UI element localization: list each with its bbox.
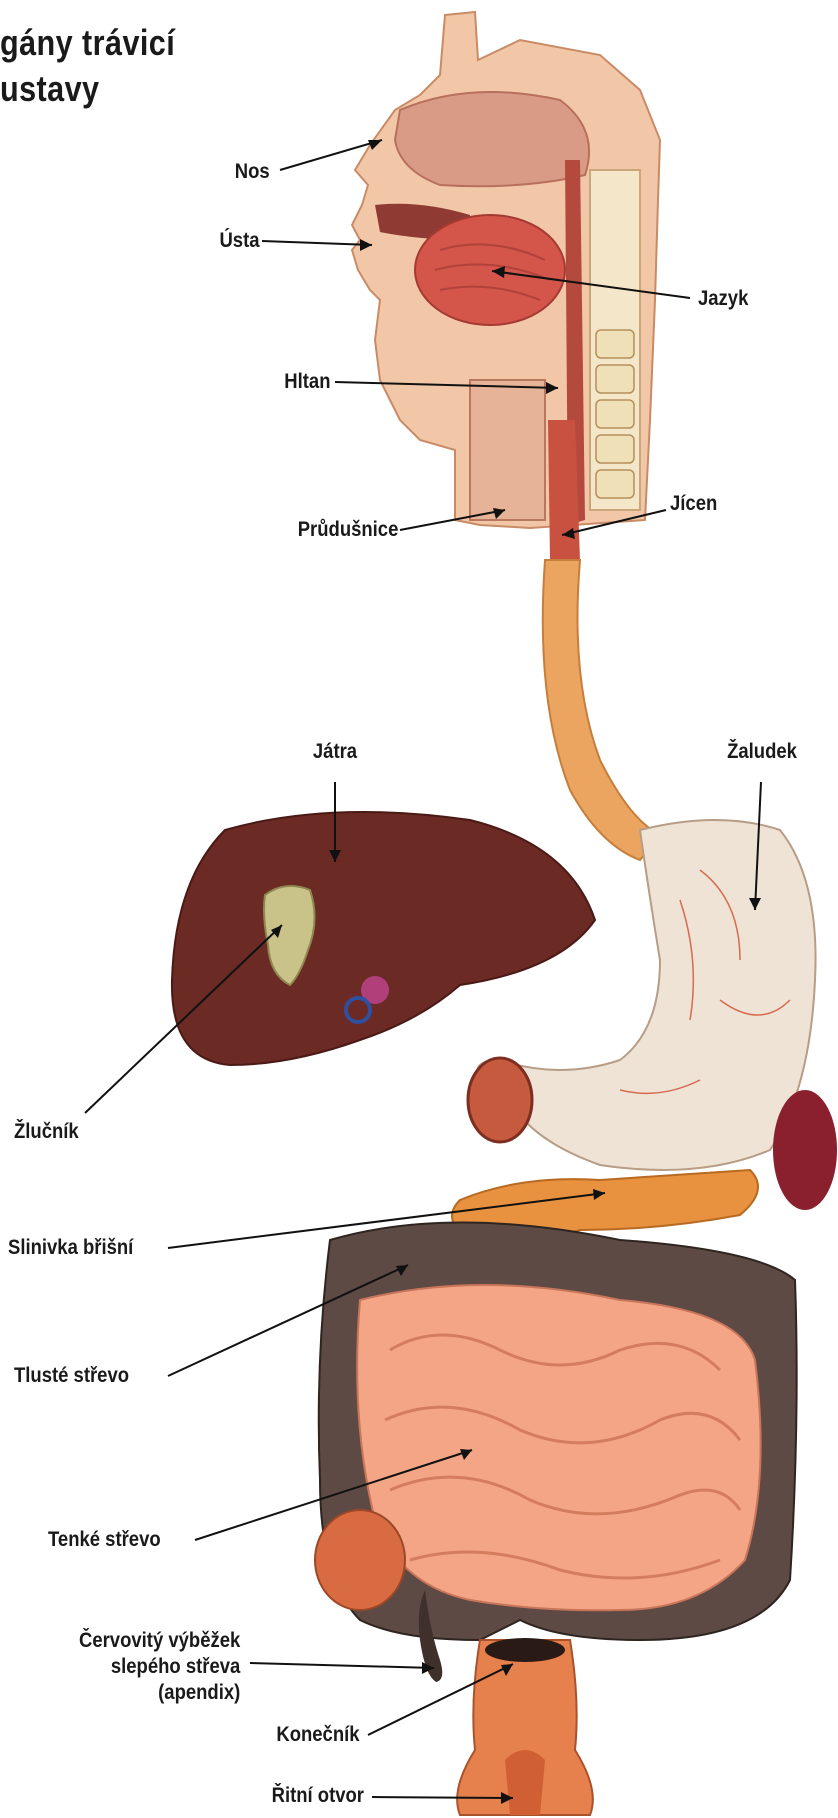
label-ritni: Řitní otvor [272, 1784, 364, 1808]
cecum [315, 1510, 405, 1610]
head-section [352, 12, 660, 560]
leader-ritni [372, 1797, 513, 1798]
label-jazyk: Jazyk [698, 287, 748, 311]
vertebrae [596, 330, 634, 498]
label-prudusnice: Průdušnice [297, 518, 398, 542]
label-zlucnik: Žlučník [14, 1120, 79, 1144]
nasal-cavity [395, 92, 589, 186]
esophagus [543, 560, 660, 860]
leader-apendix [250, 1663, 434, 1668]
liver-shape [172, 812, 595, 1065]
small-intestine [357, 1285, 760, 1610]
spleen [773, 1090, 837, 1210]
trachea [470, 380, 545, 520]
duodenum-opening [468, 1058, 532, 1142]
label-slinivka: Slinivka břišní [8, 1236, 133, 1260]
label-zaludek: Žaludek [716, 740, 808, 764]
label-jicen: Jícen [670, 492, 717, 516]
esophagus-upper [548, 420, 580, 560]
label-konecnik: Konečník [277, 1723, 360, 1747]
liver [172, 812, 595, 1065]
label-nos: Nos [235, 160, 270, 184]
label-jatra: Játra [295, 740, 374, 764]
label-apendix-line-3: (apendix) [79, 1680, 240, 1706]
label-tluste: Tlusté střevo [14, 1364, 129, 1388]
leader-usta [262, 241, 372, 245]
label-apendix-line-2: slepého střeva [79, 1654, 240, 1680]
label-apendix-line-1: Červovitý výběžek [79, 1628, 240, 1654]
rectum-opening [485, 1638, 565, 1662]
label-apendix: Červovitý výběžek slepého střeva (apendi… [79, 1628, 240, 1706]
anal-canal [505, 1750, 545, 1815]
label-hltan: Hltan [284, 370, 330, 394]
label-tenke: Tenké střevo [48, 1528, 161, 1552]
label-usta: Ústa [220, 229, 260, 253]
